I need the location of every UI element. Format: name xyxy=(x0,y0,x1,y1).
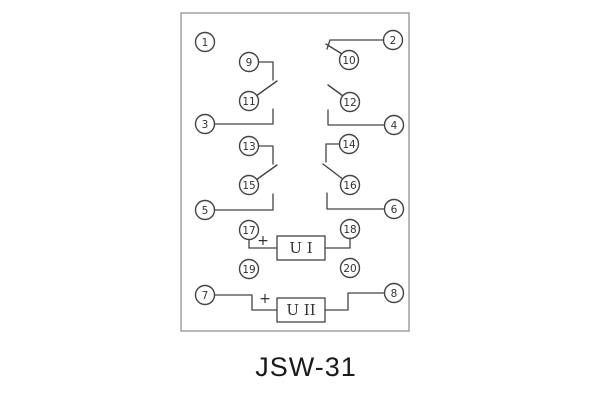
terminal-14: 14 xyxy=(338,133,360,155)
terminal-number: 18 xyxy=(343,224,356,236)
terminal-circle xyxy=(194,284,216,306)
terminal-circle xyxy=(338,49,360,71)
terminal-number: 9 xyxy=(246,57,253,69)
terminal-circle xyxy=(383,282,405,304)
terminal-circle xyxy=(194,199,216,221)
terminal-11: 11 xyxy=(238,90,260,112)
terminal-number: 1 xyxy=(202,37,209,49)
terminal-17: 17 xyxy=(238,219,260,241)
module-u1: + U I xyxy=(257,233,326,261)
wire xyxy=(325,143,341,163)
terminal-circle xyxy=(194,113,216,135)
terminal-6: 6 xyxy=(383,198,405,220)
wire xyxy=(213,193,274,211)
terminal-circle xyxy=(339,257,361,279)
module-box xyxy=(276,235,326,261)
terminal-7: 7 xyxy=(194,284,216,306)
terminal-circle xyxy=(194,31,216,53)
module-u2: + U II xyxy=(259,291,326,323)
terminal-number: 16 xyxy=(343,180,357,192)
terminal-number: 3 xyxy=(202,119,209,131)
terminal-3: 3 xyxy=(194,113,216,135)
terminal-circle xyxy=(383,198,405,220)
terminal-number: 10 xyxy=(342,55,355,67)
wire xyxy=(257,145,274,165)
terminal-circle xyxy=(238,90,260,112)
contact-blade xyxy=(255,164,278,181)
wire xyxy=(248,239,278,249)
terminal-19: 19 xyxy=(238,258,260,280)
terminal-number: 2 xyxy=(390,35,397,47)
terminal-16: 16 xyxy=(339,174,361,196)
terminal-10: 10 xyxy=(338,49,360,71)
terminal-2: 2 xyxy=(382,29,404,51)
module-label: U II xyxy=(286,301,315,319)
terminal-4: 4 xyxy=(383,114,405,136)
wire xyxy=(326,39,385,50)
wire xyxy=(324,292,386,311)
terminal-number: 4 xyxy=(391,120,398,132)
module-box xyxy=(276,297,326,323)
terminal-9: 9 xyxy=(238,51,260,73)
terminal-circle xyxy=(238,135,260,157)
polarity-plus: + xyxy=(257,233,269,249)
relay-outline xyxy=(180,12,410,332)
terminal-number: 13 xyxy=(242,141,255,153)
polarity-plus: + xyxy=(259,291,271,307)
wire xyxy=(324,238,351,249)
terminal-circle xyxy=(383,114,405,136)
terminal-circle xyxy=(382,29,404,51)
terminal-15: 15 xyxy=(238,174,260,196)
terminal-circle xyxy=(339,218,361,240)
contact-blade xyxy=(255,80,278,97)
contact-blade xyxy=(325,43,343,55)
diagram-title: JSW-31 xyxy=(255,352,357,382)
terminal-circle xyxy=(238,174,260,196)
terminal-circle xyxy=(338,133,360,155)
terminal-number: 20 xyxy=(343,263,356,275)
terminal-circle xyxy=(339,174,361,196)
terminal-number: 11 xyxy=(242,96,255,108)
terminal-circle xyxy=(238,51,260,73)
terminal-circle xyxy=(339,91,361,113)
terminal-5: 5 xyxy=(194,199,216,221)
terminal-number: 6 xyxy=(391,204,398,216)
terminal-number: 14 xyxy=(342,139,356,151)
wire xyxy=(213,294,278,311)
wire xyxy=(326,192,386,210)
terminal-13: 13 xyxy=(238,135,260,157)
wiring xyxy=(213,39,386,311)
terminal-1: 1 xyxy=(194,31,216,53)
terminal-12: 12 xyxy=(339,91,361,113)
terminal-number: 15 xyxy=(242,180,255,192)
terminal-18: 18 xyxy=(339,218,361,240)
terminal-number: 19 xyxy=(242,264,255,276)
terminal-20: 20 xyxy=(339,257,361,279)
wire xyxy=(327,109,386,126)
terminal-circle xyxy=(238,258,260,280)
module-label: U I xyxy=(289,239,312,257)
terminal-number: 8 xyxy=(391,288,398,300)
terminal-number: 17 xyxy=(242,225,255,237)
contact-blade xyxy=(327,84,344,97)
terminal-number: 5 xyxy=(202,205,209,217)
wire xyxy=(213,108,274,125)
wire xyxy=(257,61,274,81)
terminal-8: 8 xyxy=(383,282,405,304)
terminal-number: 7 xyxy=(202,290,209,302)
terminal-circle xyxy=(238,219,260,241)
terminal-number: 12 xyxy=(343,97,356,109)
contact-blade xyxy=(322,163,345,181)
